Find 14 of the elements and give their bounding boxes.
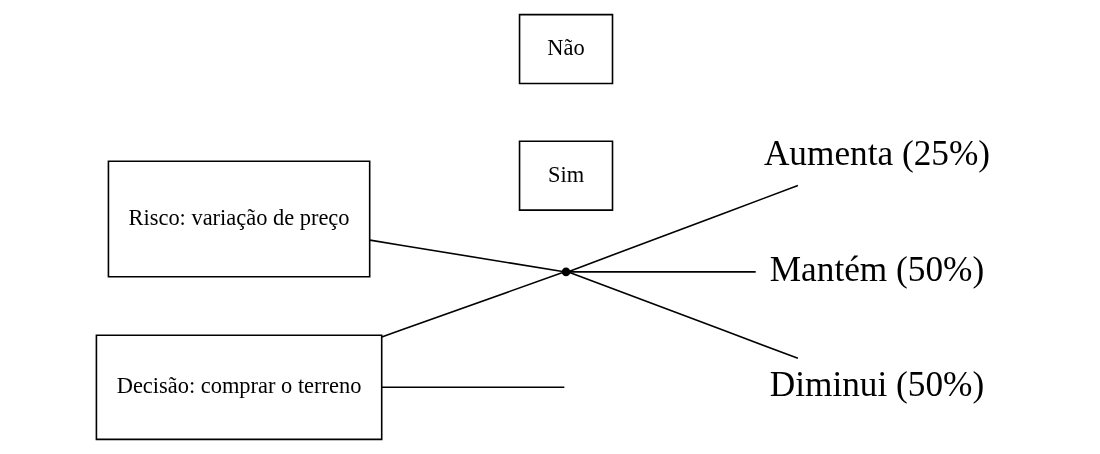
connector bbox=[568, 271, 757, 273]
connector bbox=[568, 271, 799, 360]
connector bbox=[369, 239, 564, 273]
node-point bbox=[561, 267, 571, 277]
node-text: Diminui (50%) bbox=[769, 365, 985, 405]
node-box: Sim bbox=[518, 140, 614, 211]
node-text: Aumenta (25%) bbox=[763, 134, 991, 174]
connector bbox=[380, 386, 566, 389]
node-box: Decisão: comprar o terreno bbox=[95, 334, 383, 441]
node-box: Risco: variação de preço bbox=[107, 160, 371, 278]
node-box: Não bbox=[518, 13, 614, 85]
connector bbox=[568, 184, 799, 272]
connector bbox=[380, 271, 563, 338]
node-text: Mantém (50%) bbox=[769, 249, 985, 289]
